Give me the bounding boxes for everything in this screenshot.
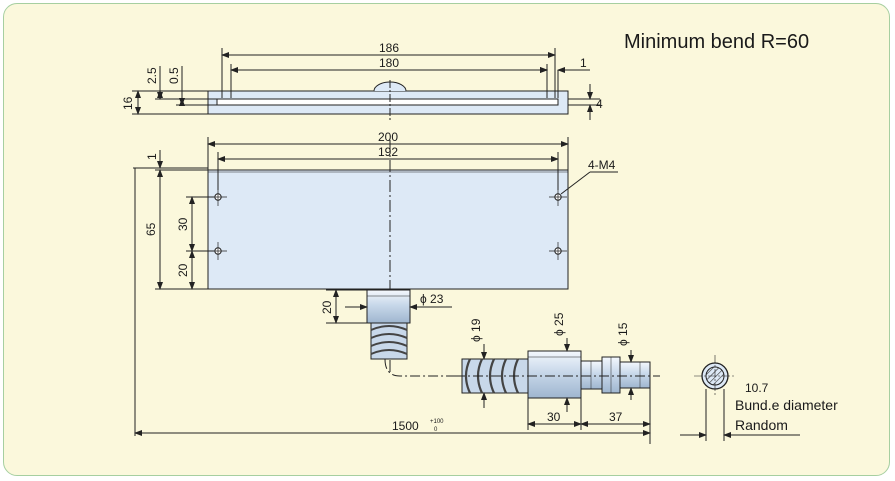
drawing-title: Minimum bend R=60 [624, 31, 810, 53]
label-0-5: 0.5 [167, 67, 181, 84]
label-1500-tol-upper: +100 [430, 419, 444, 425]
cable-tip-end [619, 361, 651, 389]
label-1500-tol-lower: 0 [434, 427, 438, 433]
label-180: 180 [379, 56, 399, 70]
label-dia-19: ϕ 19 [469, 318, 483, 342]
cable-connector [326, 289, 452, 360]
label-connector-20: 20 [320, 300, 334, 314]
cable-path-dashed [384, 358, 462, 377]
cable-cross-section [680, 355, 800, 441]
top-view-slot [216, 98, 559, 106]
cable-tip-body [580, 360, 603, 390]
label-1500: 1500 [392, 419, 419, 433]
label-front-1: 1 [145, 153, 159, 160]
hole-callout-leader [560, 171, 591, 195]
cable-nut [527, 350, 582, 399]
label-section-dia: 10.7 [745, 381, 769, 395]
top-view-labels: 186 180 1 4 16 2.5 0.5 [121, 41, 603, 111]
label-front-20: 20 [176, 263, 190, 277]
connector-labels: 20 ϕ 23 [320, 292, 444, 314]
cable-side-view [134, 168, 660, 444]
label-section-line1: Bund.e diameter [735, 397, 838, 413]
label-200: 200 [378, 130, 398, 144]
label-dia-25: ϕ 25 [552, 312, 566, 336]
label-65: 65 [144, 222, 158, 236]
front-view-labels: 200 192 1 65 30 20 4-M4 [144, 130, 616, 277]
label-192: 192 [378, 145, 398, 159]
cable-stub-thread [370, 322, 408, 360]
label-dia-15: ϕ 15 [616, 322, 630, 346]
top-view [132, 48, 600, 122]
label-2-5: 2.5 [145, 67, 159, 84]
label-16: 16 [121, 96, 135, 110]
label-37: 37 [609, 410, 623, 424]
connector-nut [366, 289, 411, 324]
front-view [133, 137, 618, 372]
label-4-m4: 4-M4 [588, 158, 616, 172]
front-view-body [207, 169, 569, 290]
label-30: 30 [176, 217, 190, 231]
mounting-holes [209, 188, 567, 260]
label-dia-23: ϕ 23 [420, 292, 444, 306]
label-cable-30: 30 [547, 410, 561, 424]
label-top-1: 1 [580, 56, 587, 70]
section-labels: 10.7 Bund.e diameter Random [735, 381, 838, 433]
label-186: 186 [379, 41, 399, 55]
label-top-4: 4 [596, 97, 603, 111]
label-section-line2: Random [735, 417, 788, 433]
cable-labels: ϕ 19 ϕ 25 ϕ 15 30 37 1500 +100 0 [392, 312, 630, 433]
